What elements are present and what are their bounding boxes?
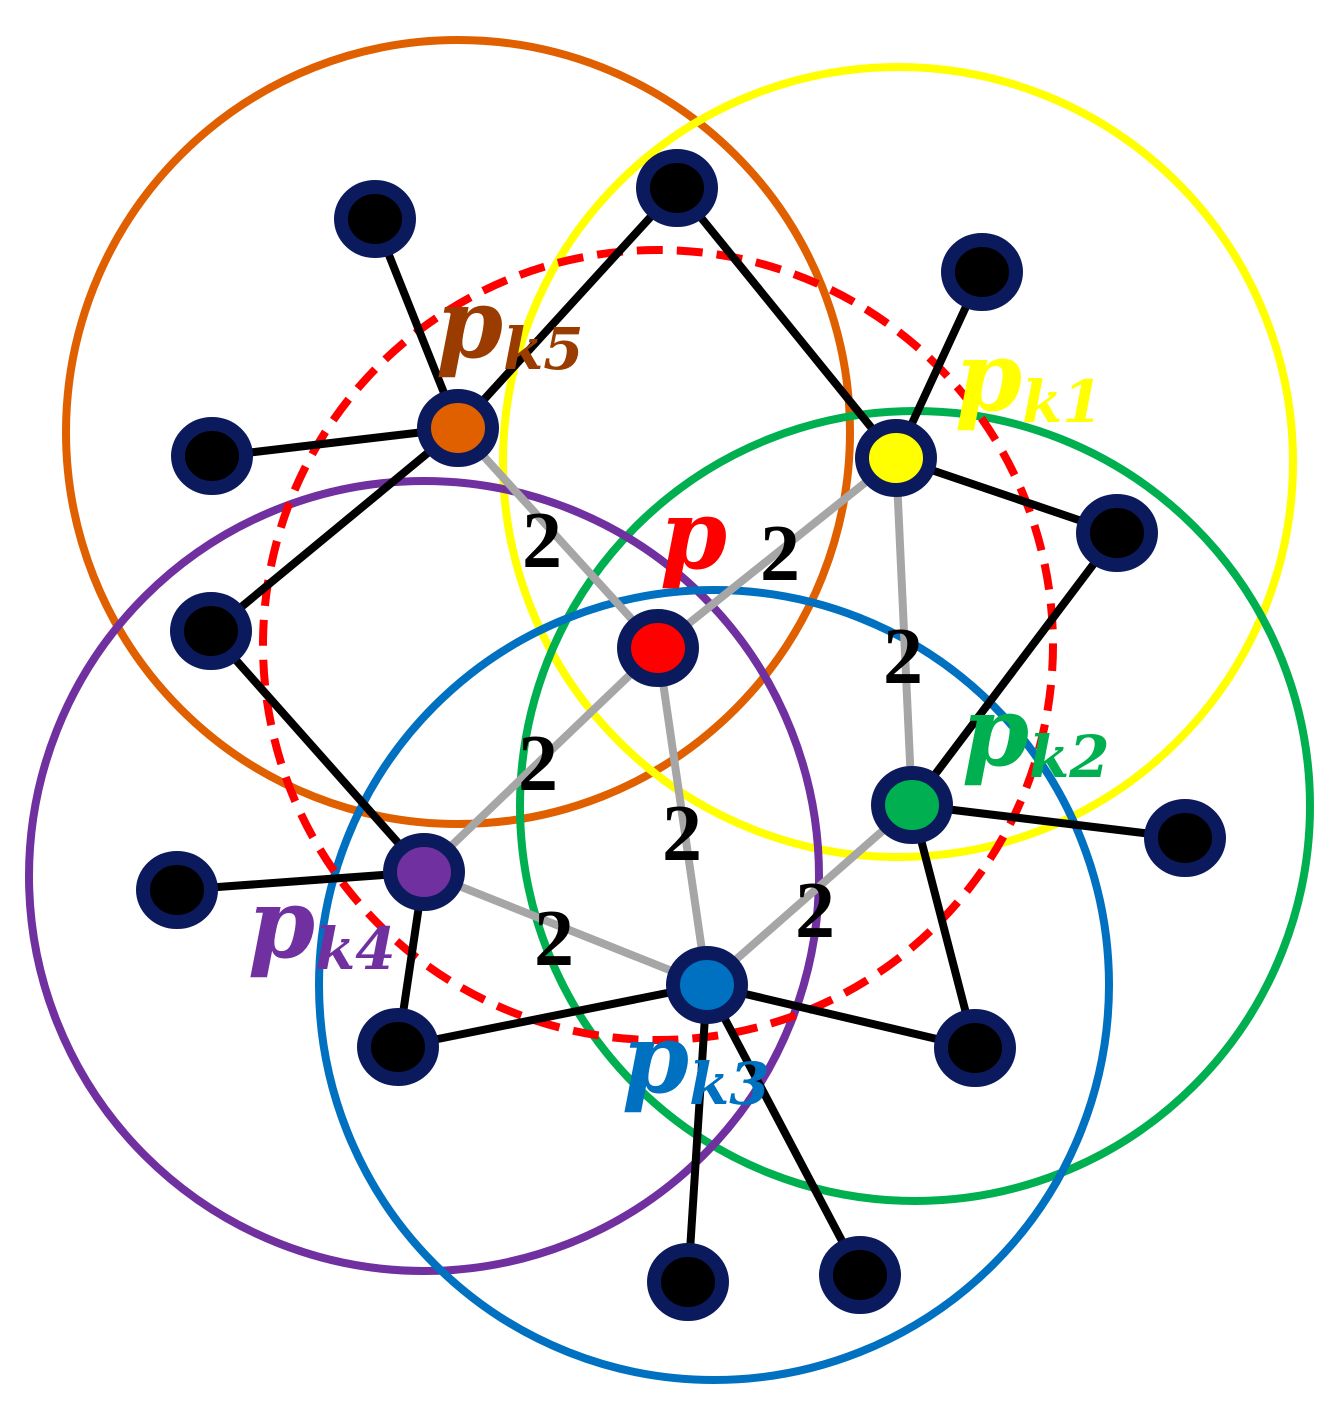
edge [394, 981, 711, 1051]
label-p: p [660, 478, 727, 591]
edge [908, 801, 1189, 842]
node [1144, 799, 1226, 877]
label-pk4: pk4 [248, 867, 396, 983]
node [819, 1236, 901, 1314]
edge [208, 424, 462, 461]
weighted-edge-p-pk4 [420, 644, 662, 876]
node [171, 417, 253, 495]
edge-weight: 2 [518, 720, 558, 808]
label-pk3-sub: k3 [689, 1050, 770, 1118]
label-pk3-base: p [622, 1002, 689, 1115]
node-pk4 [383, 833, 465, 911]
weighted-edge-p-pk3 [654, 644, 711, 989]
edge [908, 529, 1121, 809]
neighborhood-circles [25, 36, 1314, 1384]
edge [673, 184, 900, 462]
neighborhood-circle-pk3 [315, 586, 1113, 1384]
node [1076, 494, 1158, 572]
weighted-edge-pk4-pk3 [420, 868, 711, 989]
label-pk4-base: p [248, 867, 315, 980]
label-pk2-sub: k2 [1029, 723, 1110, 791]
weighted-edge-p-pk5 [454, 424, 662, 652]
node [170, 592, 252, 670]
neighborhood-circle-pk5 [62, 36, 854, 828]
edge [454, 184, 681, 432]
edge [173, 868, 428, 894]
node [934, 1009, 1016, 1087]
weighted-edge-pk1-pk2 [892, 454, 916, 809]
label-pk5-sub: k5 [503, 315, 584, 383]
node-pk1 [855, 419, 937, 497]
edge-weight: 2 [522, 497, 562, 585]
edge-weight: 2 [662, 790, 702, 878]
edge-weights: 2 2 2 2 2 2 2 [518, 497, 923, 983]
neighborhood-circle-pk4 [25, 477, 823, 1275]
label-pk1-base: p [955, 320, 1022, 433]
edge [207, 628, 428, 876]
gray-edges [420, 424, 916, 989]
node [647, 1243, 729, 1321]
edge-weight: 2 [795, 867, 835, 955]
key-nodes [383, 389, 953, 1024]
neighborhood-circle-p [259, 246, 1057, 1044]
label-pk1: pk1 [955, 320, 1103, 436]
node-pk3 [666, 946, 748, 1024]
node-pk5 [417, 389, 499, 467]
node [136, 851, 218, 929]
edge-weight: 2 [534, 895, 574, 983]
node-pk2 [871, 766, 953, 844]
label-pk2-base: p [962, 675, 1029, 788]
label-pk5: pk5 [436, 267, 584, 383]
edge [207, 424, 462, 636]
label-pk4-sub: k4 [315, 915, 396, 983]
node [334, 180, 416, 258]
label-pk2: pk2 [962, 675, 1110, 791]
edge [908, 801, 979, 1052]
edge-weight: 2 [883, 613, 923, 701]
weighted-edge-pk2-pk3 [703, 801, 916, 989]
node [941, 233, 1023, 311]
node [357, 1008, 439, 1086]
edge [703, 981, 864, 1279]
peripheral-nodes [136, 149, 1226, 1321]
label-pk3: pk3 [622, 1002, 770, 1118]
edge [703, 981, 979, 1052]
label-pk1-sub: k1 [1022, 368, 1103, 436]
node [636, 149, 718, 227]
label-pk5-base: p [436, 267, 503, 380]
edge [684, 981, 711, 1286]
weighted-edge-p-pk1 [654, 454, 900, 652]
node-p [617, 609, 699, 687]
edge-weight: 2 [760, 510, 800, 598]
neighborhood-circle-pk1 [499, 63, 1297, 861]
